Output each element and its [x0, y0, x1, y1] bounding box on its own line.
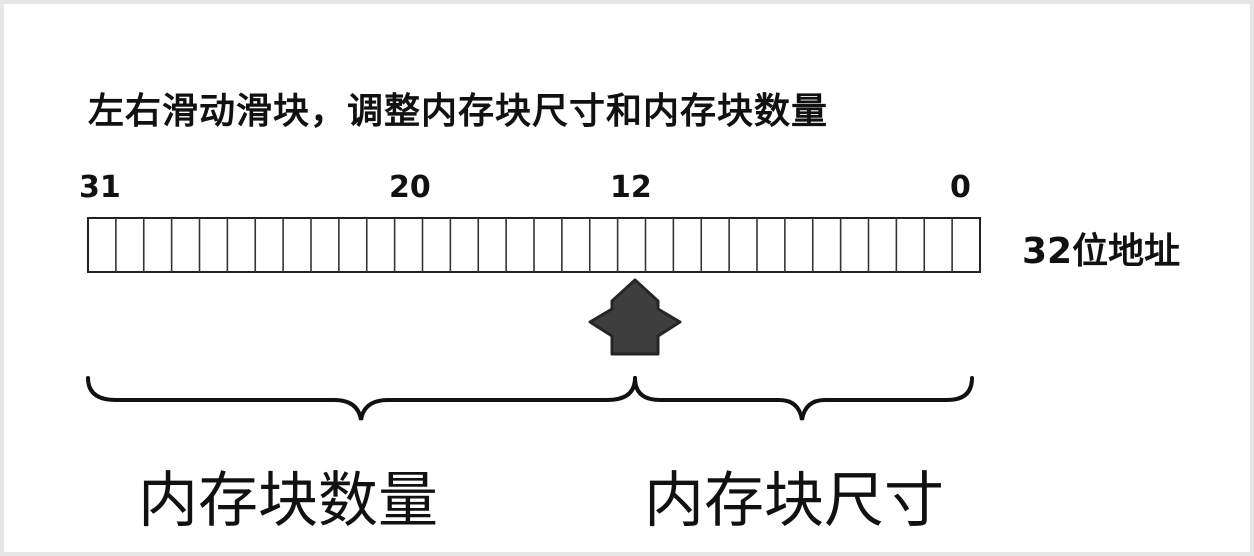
- address-register: [87, 217, 981, 273]
- bit-label-12: 12: [610, 170, 652, 205]
- left-brace: [86, 376, 637, 421]
- slider-handle[interactable]: [588, 278, 682, 356]
- bit-label-20: 20: [389, 170, 431, 205]
- slider-arrow-icon[interactable]: [588, 278, 682, 356]
- bit-label-0: 0: [950, 170, 971, 205]
- diagram-title: 左右滑动滑块，调整内存块尺寸和内存块数量: [88, 91, 829, 132]
- right-brace: [633, 376, 974, 421]
- bit-label-31: 31: [79, 170, 121, 205]
- address-width-label: 32位地址: [1022, 231, 1181, 272]
- block-size-label: 内存块尺寸: [644, 466, 944, 536]
- diagram-graphics: [86, 217, 981, 421]
- block-count-label: 内存块数量: [138, 466, 438, 536]
